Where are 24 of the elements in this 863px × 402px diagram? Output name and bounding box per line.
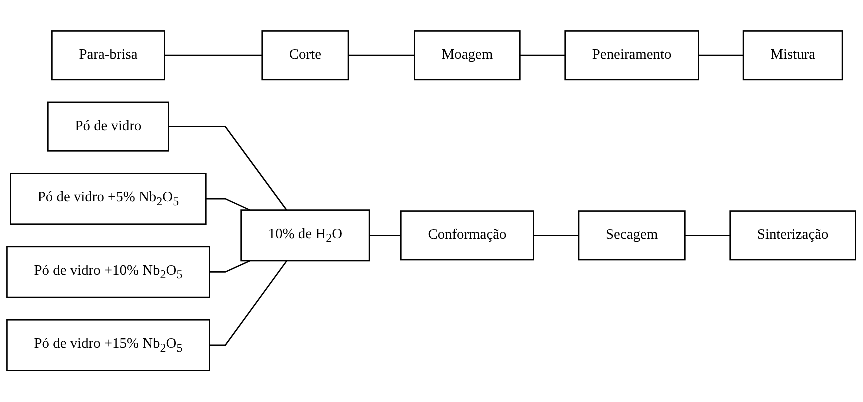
connector — [698, 54, 744, 56]
node-box: Pó de vidro — [47, 102, 170, 152]
connector — [520, 54, 566, 56]
node-box: Pó de vidro +15% Nb$_{2}$O$_{5}$ — [6, 319, 210, 372]
node-box: Moagem — [414, 30, 521, 81]
connector — [534, 234, 579, 236]
connector — [210, 260, 288, 346]
connector — [168, 126, 288, 211]
node-box: Mistura — [742, 30, 844, 81]
node-box: Pó de vidro +5% Nb$_{2}$O$_{5}$ — [10, 173, 207, 226]
connector — [164, 54, 262, 56]
node-box: Sinterização — [730, 210, 856, 261]
node-box: 10% de H$_{2}$O — [240, 210, 370, 262]
connector — [210, 260, 250, 273]
node-box: Para-brisa — [52, 30, 166, 81]
node-box: Pó de vidro +10% Nb$_{2}$O$_{5}$ — [6, 246, 210, 298]
node-box: Peneiramento — [564, 30, 700, 81]
connector — [685, 234, 730, 236]
node-box: Conformação — [400, 210, 534, 261]
connector — [370, 234, 402, 236]
node-box: Secagem — [578, 210, 686, 261]
connector — [206, 198, 250, 211]
node-box: Corte — [262, 30, 350, 81]
connector — [348, 54, 415, 56]
